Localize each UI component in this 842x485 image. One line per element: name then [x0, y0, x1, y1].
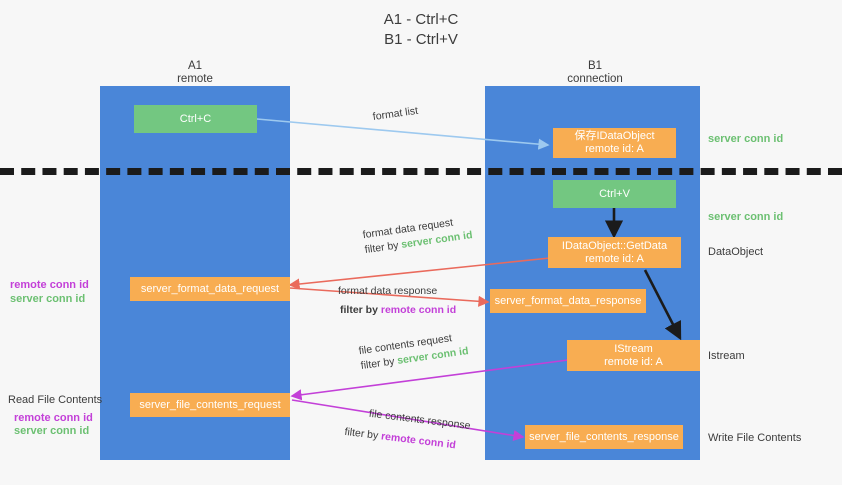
annotation-read-file-contents: Read File Contents [8, 394, 103, 406]
filter-remote-conn-id: remote conn id [380, 304, 457, 316]
box-server-format-data-request: server_format_data_request [130, 277, 290, 301]
annotation-server-conn-id-left-1: server conn id [10, 293, 86, 305]
box-idataobject-getdata: IDataObject::GetData remote id: A [548, 237, 681, 268]
box-save-dataobject-line1: 保存IDataObject [574, 130, 655, 142]
filter-by-text-3: filter by [360, 355, 396, 373]
annotation-server-conn-id-top: server conn id [708, 133, 784, 145]
box-istream-line1: IStream [614, 342, 653, 355]
box-server-file-contents-response-label: server_file_contents_response [529, 430, 679, 443]
filter-by-text-2: filter by [340, 304, 378, 316]
column-header-b1: B1 connection [515, 60, 675, 86]
edge-label-file-contents-response: file contents response filter by remote … [344, 404, 472, 455]
box-istream-line2: remote id: A [604, 355, 663, 368]
box-getdata-line2: remote id: A [585, 252, 644, 265]
annotation-write-file-contents: Write File Contents [708, 432, 802, 444]
box-save-dataobject-line2: remote id: A [585, 143, 644, 155]
box-save-dataobject: 保存IDataObject remote id: A [553, 128, 676, 158]
box-server-file-contents-request-label: server_file_contents_request [139, 398, 281, 411]
edge-label-format-data-response: format data response filter by remote co… [338, 284, 456, 318]
edge-label-file-contents-request: file contents request filter by server c… [358, 329, 470, 374]
box-ctrl-c-label: Ctrl+C [179, 112, 212, 125]
page-title: A1 - Ctrl+C B1 - Ctrl+V [0, 10, 842, 50]
column-b1-sub: connection [567, 73, 623, 85]
filter-remote-conn-id-2: remote conn id [380, 430, 457, 452]
box-server-format-data-request-label: server_format_data_request [140, 282, 280, 295]
filter-by-text: filter by [364, 239, 400, 257]
box-server-format-data-response-label: server_format_data_response [494, 294, 642, 307]
box-ctrl-v: Ctrl+V [553, 180, 676, 208]
box-ctrl-c: Ctrl+C [134, 105, 257, 133]
column-a1-sub: remote [177, 73, 213, 85]
column-header-a1: A1 remote [115, 60, 275, 86]
box-getdata-line1: IDataObject::GetData [561, 239, 668, 252]
annotation-server-conn-id-left-2: server conn id [14, 425, 90, 437]
section-divider [0, 168, 842, 175]
title-line-1: A1 - Ctrl+C [383, 11, 459, 28]
edge-label-format-list: format list [372, 104, 419, 125]
annotation-remote-conn-id-left-1: remote conn id [10, 279, 89, 291]
box-server-file-contents-request: server_file_contents_request [130, 393, 290, 417]
title-line-2: B1 - Ctrl+V [384, 31, 458, 48]
column-a1-name: A1 [187, 60, 203, 72]
box-istream: IStream remote id: A [567, 340, 700, 371]
annotation-remote-conn-id-left-2: remote conn id [14, 412, 93, 424]
edge-label-format-data-response-text: format data response [338, 285, 438, 297]
edge-label-format-list-text: format list [372, 104, 419, 124]
box-server-format-data-response: server_format_data_response [490, 289, 646, 313]
annotation-server-conn-id-mid: server conn id [708, 211, 784, 223]
box-server-file-contents-response: server_file_contents_response [525, 425, 683, 449]
annotation-dataobject: DataObject [708, 246, 764, 258]
box-ctrl-v-label: Ctrl+V [599, 187, 630, 200]
filter-by-text-4: filter by [343, 425, 379, 442]
edge-label-format-data-response-filter: filter by remote conn id [340, 303, 456, 318]
annotation-istream: Istream [708, 350, 745, 362]
edge-label-format-data-request: format data request filter by server con… [362, 213, 474, 258]
column-b1-name: B1 [587, 60, 603, 72]
